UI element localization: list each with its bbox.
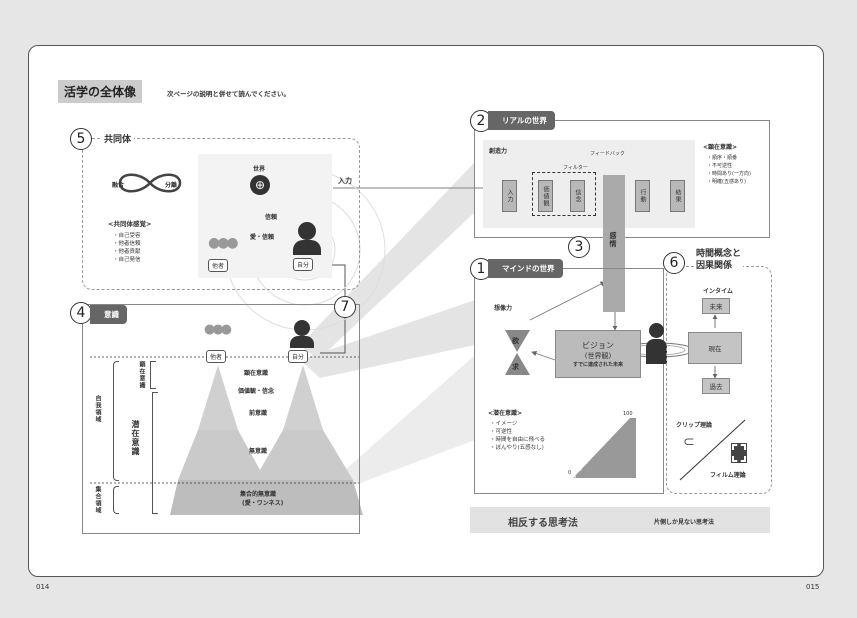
badge-7: 7	[334, 296, 356, 318]
person-icon-mind	[649, 323, 664, 338]
desire-label-2: 求	[512, 363, 519, 371]
love-trust-label: 愛・信頼	[250, 234, 275, 241]
future-box: 未来	[702, 298, 730, 314]
stairs-icon	[573, 418, 636, 478]
real-world-title: リアルの世界	[488, 111, 555, 130]
beam-lower	[345, 355, 475, 485]
vision-box: ビジョン (世界観) すでに達成された未来	[555, 330, 641, 378]
one-sided-thinking-label: 片側しか見ない思考法	[654, 519, 715, 526]
person-icon	[298, 222, 316, 240]
page-title: 活学の全体像	[58, 80, 143, 103]
layer-values-beliefs: 価値観・信念	[238, 388, 275, 395]
time-title: 時間概念と 因果関係	[694, 248, 744, 272]
page-subtitle: 次ページの説明と併せて読んでください。	[167, 90, 291, 98]
layer-preconscious: 前意識	[249, 410, 268, 417]
feedback-label: フィードバック	[590, 151, 625, 157]
side-subconscious-label: 潜在意識	[131, 420, 140, 456]
scale-top-label: 100	[623, 411, 633, 417]
community-title: 共同体	[101, 132, 135, 145]
opposing-thinking-label: 相反する思考法	[508, 518, 578, 529]
creative-power-label: 創造力	[489, 148, 508, 155]
others-label-2: 他者	[206, 350, 227, 363]
bottom-bar	[470, 507, 770, 533]
film-icon	[731, 443, 747, 463]
trust-label: 信頼	[265, 214, 278, 221]
consciousness-title: 意識	[90, 305, 127, 324]
person-body-icon	[293, 240, 321, 255]
people-group-icon: ●●●	[208, 235, 239, 251]
consciousness-panel	[82, 304, 360, 534]
intime-label: インタイム	[703, 288, 733, 295]
badge-6: 6	[663, 252, 685, 274]
past-box: 過去	[702, 378, 730, 394]
loop-label-separation: 分離	[165, 182, 178, 189]
community-feeling-list: ・自己受容 ・他者信頼 ・他者貢献 ・自己発信	[113, 233, 141, 263]
page-number-left: 014	[36, 583, 50, 591]
page-frame	[28, 45, 824, 577]
clip-theory-label: クリップ理論	[676, 422, 713, 429]
community-feeling-title: <共同体感覚>	[108, 220, 152, 228]
filter-label: フィルター	[563, 164, 588, 171]
box-action: 行動	[635, 180, 650, 212]
badge-3: 3	[568, 236, 590, 258]
infinity-loop-icon	[118, 173, 182, 193]
side-collective-domain-label: 集合領域	[94, 486, 101, 514]
filter-box	[532, 172, 596, 216]
box-input: 入力	[502, 180, 517, 212]
community-panel	[82, 138, 360, 290]
conscious-title: <顕在意識>	[703, 144, 738, 151]
desire-label-1: 欲	[512, 337, 519, 345]
layer-unconscious: 無意識	[249, 448, 268, 455]
feeling-column	[603, 175, 625, 312]
mind-panel	[474, 268, 664, 494]
badge-4: 4	[70, 302, 92, 324]
box-values: 価値観	[538, 180, 553, 212]
side-conscious-label: 顕在意識	[138, 361, 145, 389]
film-theory-label: フィルム理論	[710, 472, 746, 479]
person-icon-2	[294, 320, 310, 336]
self-label-2: 自分	[288, 350, 309, 363]
scale-bottom-label: 0	[568, 470, 572, 476]
layer-collective: 集合的無意識	[240, 491, 277, 498]
feeling-label: 感情	[609, 232, 617, 248]
layer-collective-sub: (愛・ワンネス)	[242, 500, 284, 507]
subconscious-list: ・イメージ ・可逆性 ・時間を自由に飛べる ・ぼんやり(五感なし)	[490, 421, 546, 451]
side-self-domain-label: 自我領域	[94, 395, 101, 423]
globe-icon: ⊕	[250, 175, 270, 195]
paperclip-icon: ⊂	[683, 434, 695, 450]
subconscious-title: <潜在意識>	[488, 410, 523, 417]
input-arrow-label: 入力	[338, 177, 352, 185]
beam-to-mind	[300, 300, 475, 378]
page-number-right: 015	[806, 583, 820, 591]
world-label: 世界	[253, 166, 266, 173]
mind-title: マインドの世界	[488, 259, 563, 278]
present-box: 現在	[688, 332, 742, 364]
layer-conscious: 顕在意識	[244, 370, 269, 377]
box-result: 結果	[670, 180, 685, 212]
imagination-label: 想像力	[494, 305, 513, 312]
self-label: 自分	[293, 258, 314, 271]
badge-5: 5	[70, 128, 92, 150]
others-label: 他者	[208, 259, 229, 272]
loop-label-fusion: 融合	[112, 182, 125, 189]
real-world-inner-bg	[483, 140, 695, 228]
conscious-list: ・順序・順番 ・不可逆性 ・時間あり(一方向) ・明確(五感あり)	[707, 155, 751, 185]
community-inner-bg	[198, 154, 332, 278]
people-group-icon-2: ●●●	[204, 322, 232, 337]
box-beliefs: 信念	[570, 180, 585, 212]
